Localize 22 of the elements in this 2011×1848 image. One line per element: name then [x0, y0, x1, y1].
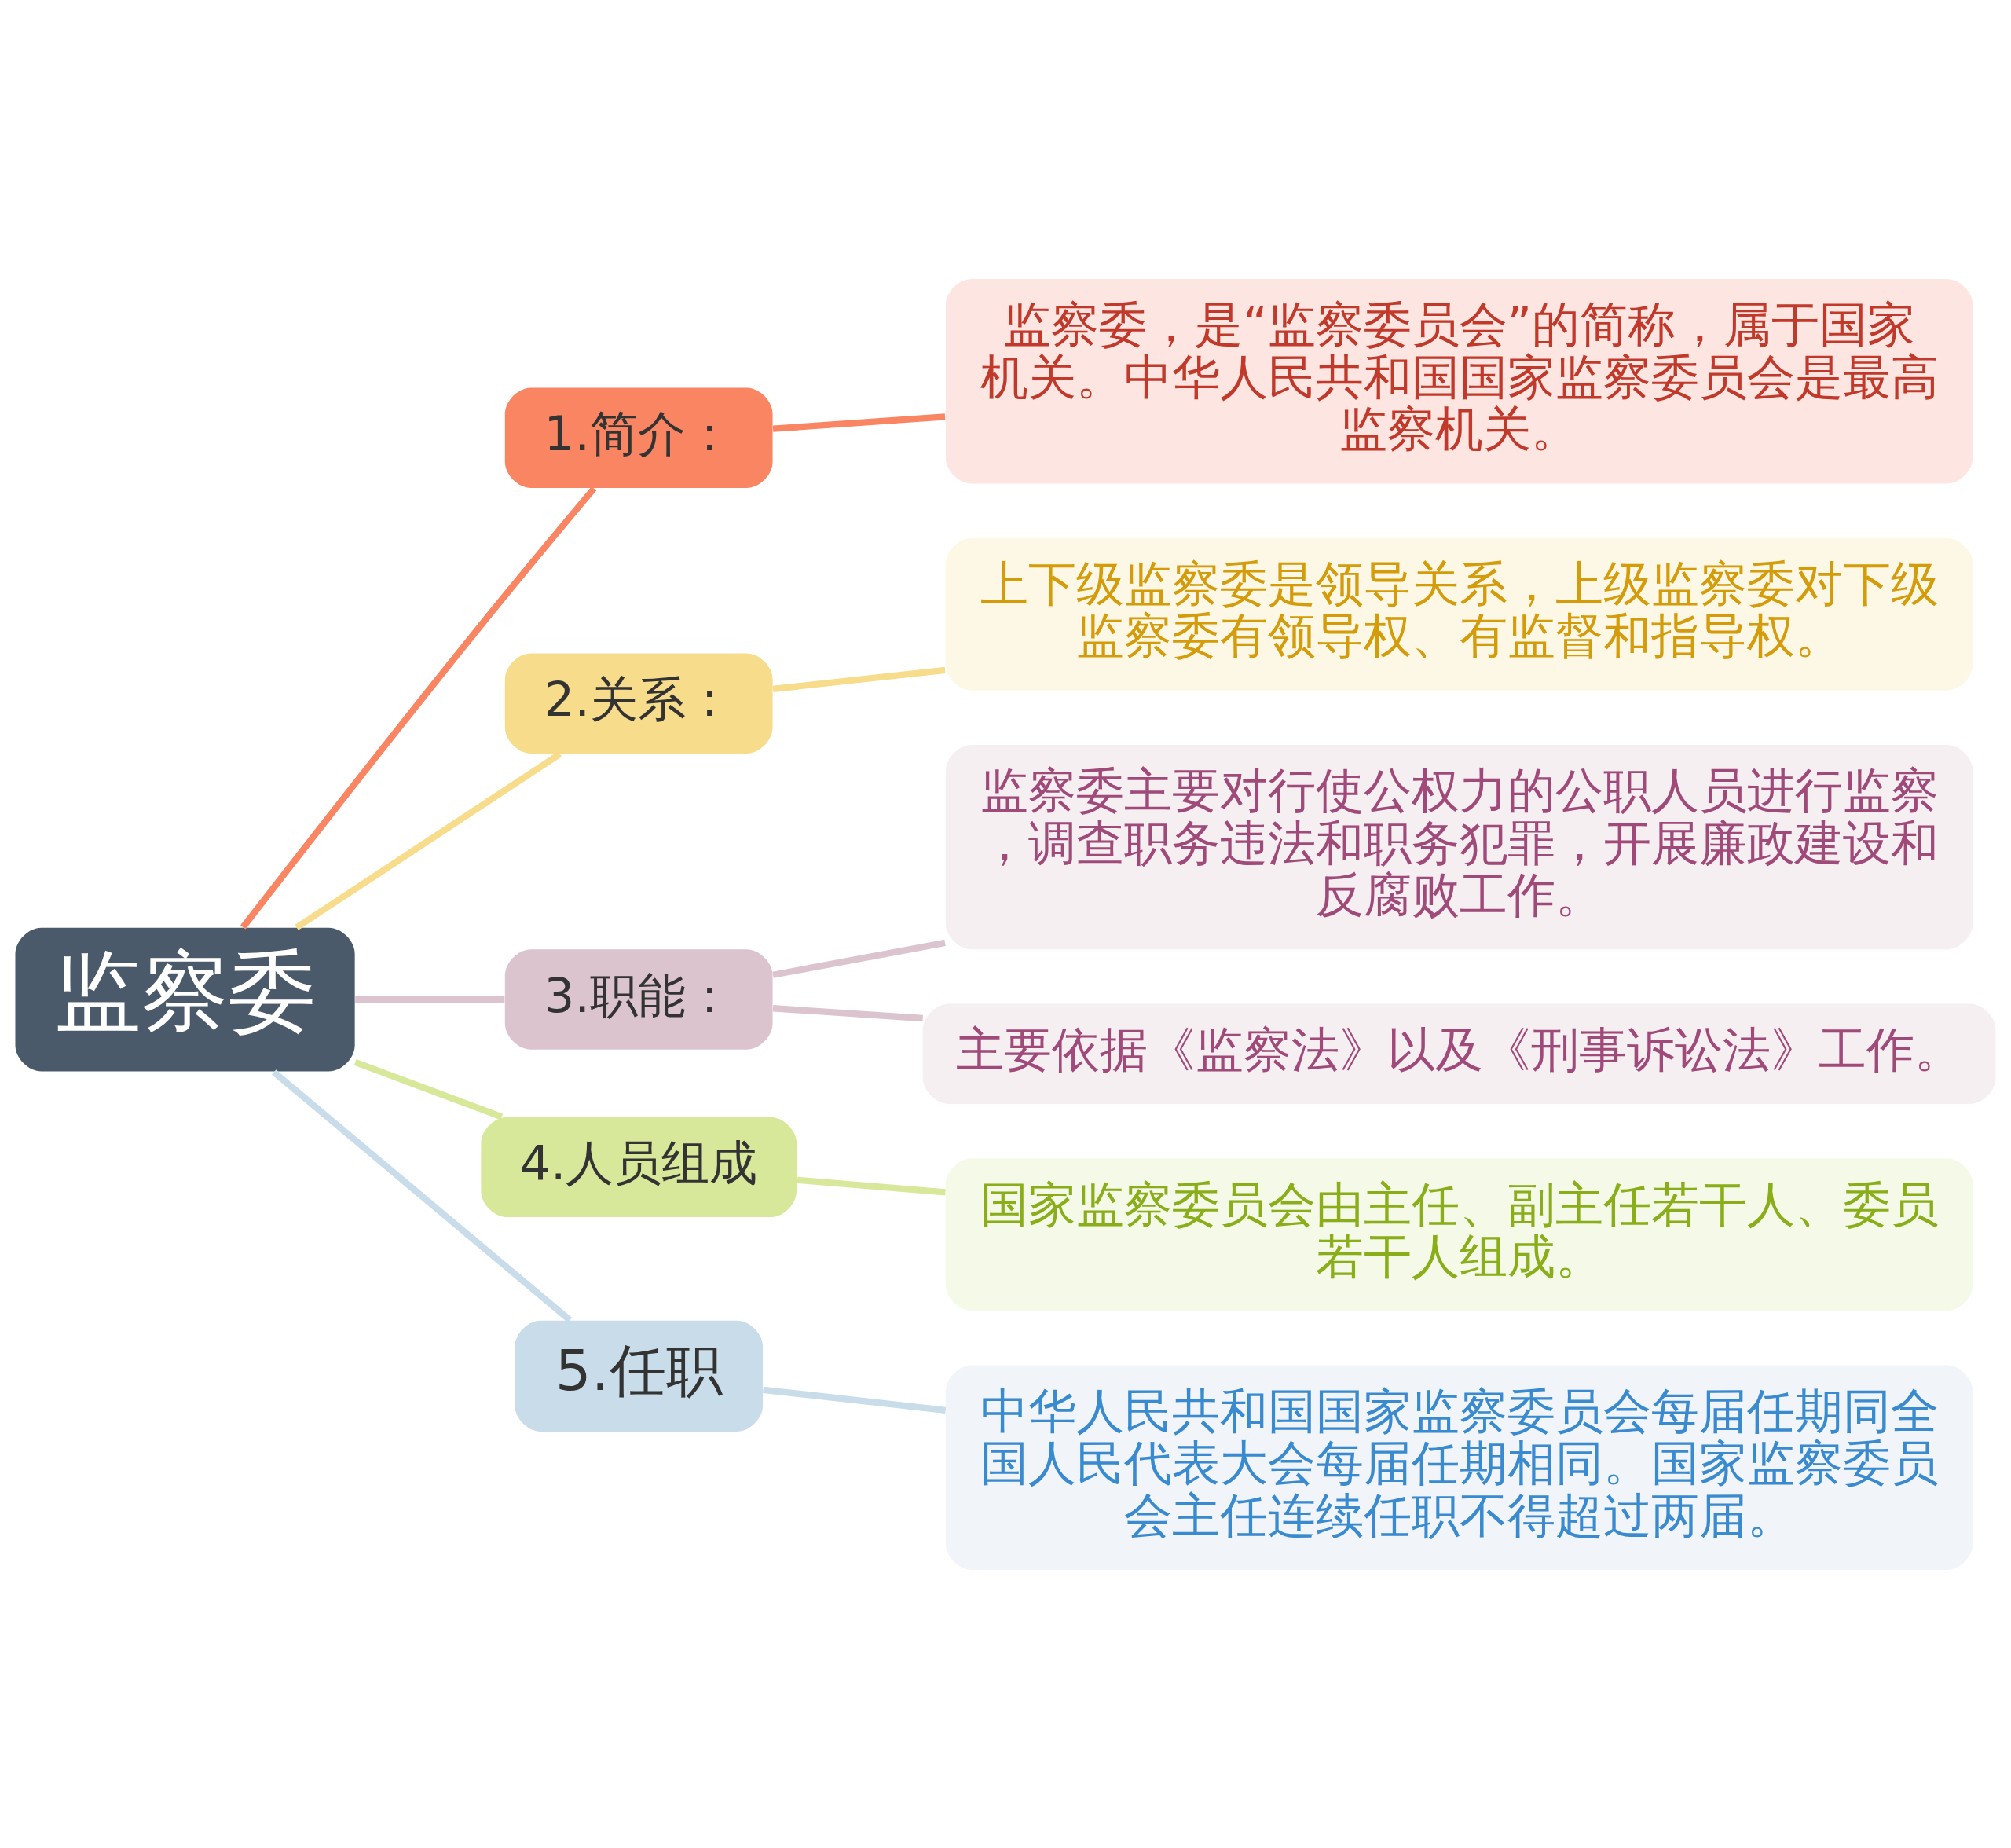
- node-box: 5.任职: [515, 1320, 764, 1432]
- connector: [772, 666, 946, 692]
- connector: [797, 1176, 946, 1196]
- connector: [272, 1069, 573, 1322]
- node-box: 监察委: [15, 927, 355, 1071]
- connector: [240, 486, 597, 930]
- node-box: 3.职能：: [504, 948, 773, 1050]
- node-box: 监察委主要对行使公权力的公职人员进行监察，调查职务违法和职务犯罪，开展廉政建设和反腐败工作。: [945, 744, 1973, 949]
- connector: [763, 1386, 947, 1414]
- node-box: 国家监察委员会由主任、副主任若干人、委员若干人组成。: [945, 1157, 1973, 1311]
- node-box: 4.人员组成: [481, 1116, 797, 1217]
- connector: [772, 1004, 923, 1021]
- node-box: 中华人民共和国国家监察委员会每届任期同全国人民代表大会每届任期相同。国家监察委员会主任连续任职不得超过两届。: [945, 1365, 1973, 1570]
- node-box: 2.关系：: [504, 653, 773, 754]
- connector: [353, 1058, 504, 1120]
- node-box: 1.简介：: [504, 387, 773, 488]
- connector: [772, 939, 946, 978]
- connector: [772, 412, 946, 432]
- node-box: 主要依据《监察法》以及《刑事诉讼法》工作。: [922, 1003, 1996, 1104]
- connector: [355, 996, 505, 1003]
- node-box: 上下级监察委是领导关系，上级监察委对下级监察委有领导权、有监督和指导权。: [945, 537, 1973, 691]
- node-box: 监察委，是“监察委员会”的简称，属于国家机关。中华人民共和国国家监察委员会是最高监察机关。: [945, 278, 1973, 483]
